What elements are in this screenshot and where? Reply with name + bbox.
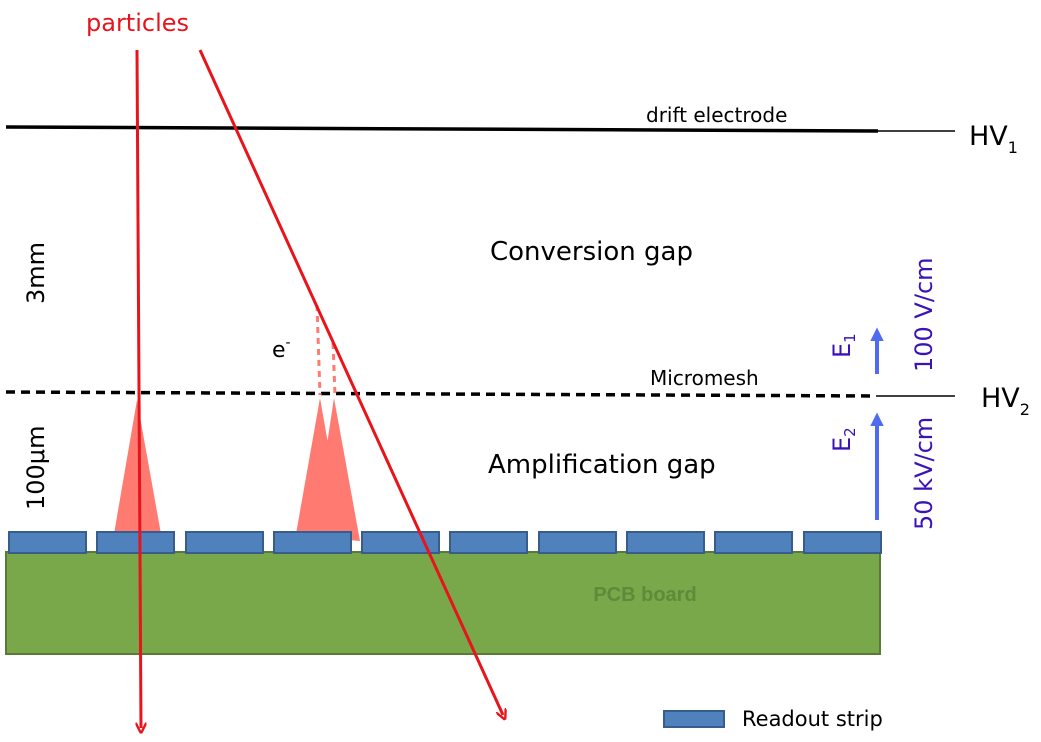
electron-drift-line-1 — [315, 304, 322, 396]
e2-label: E2 — [828, 427, 859, 452]
amplification-gap-label: Amplification gap — [488, 450, 716, 480]
readout-strip — [185, 531, 264, 554]
avalanches — [114, 398, 360, 541]
electron-label-sup: - — [286, 335, 291, 351]
legend-readout-strip-label: Readout strip — [742, 707, 883, 731]
readout-strip — [714, 531, 793, 554]
pcb-board-rect — [5, 551, 881, 655]
micromesh-line — [5, 390, 877, 398]
hv2-label-sub: 2 — [1020, 400, 1030, 419]
particle-tracks — [135, 49, 503, 728]
readout-strip — [626, 531, 705, 554]
readout-strip — [538, 531, 617, 554]
particle-track-diagonal — [198, 49, 503, 715]
avalanche-3 — [313, 398, 360, 541]
electron-drift-line-2 — [331, 342, 337, 396]
readout-strip — [8, 531, 87, 554]
hv2-label-main: HV — [981, 383, 1020, 414]
hv1-label-main: HV — [969, 121, 1008, 152]
electron-drift — [315, 304, 337, 396]
readout-strip — [803, 531, 882, 554]
readout-strip — [449, 531, 528, 554]
readout-strips — [8, 531, 882, 554]
legend-readout-strip-swatch — [663, 710, 725, 728]
conversion-gap-label: Conversion gap — [490, 237, 693, 267]
e1-label-sub: 1 — [841, 333, 859, 343]
drift-electrode — [5, 125, 955, 133]
readout-strip — [273, 531, 352, 554]
e2-label-main: E — [828, 437, 856, 452]
field1-label: 100 V/cm — [910, 257, 938, 372]
pcb-board-label: PCB board — [593, 584, 696, 606]
micromesh — [5, 390, 955, 398]
drift-electrode-label: drift electrode — [646, 103, 787, 127]
hv1-label-sub: 1 — [1008, 138, 1018, 157]
drift-electrode-line — [5, 125, 879, 133]
field2-label: 50 kV/cm — [910, 417, 938, 530]
particles-label: particles — [86, 9, 189, 37]
e2-label-sub: 2 — [841, 427, 859, 437]
electron-label-main: e — [272, 338, 286, 363]
readout-strip — [361, 531, 440, 554]
electron-label: e- — [272, 335, 291, 363]
hv2-label: HV2 — [981, 383, 1030, 419]
gap-3mm-label: 3mm — [22, 242, 50, 304]
micromesh-label: Micromesh — [650, 366, 759, 390]
e1-label: E1 — [828, 333, 859, 358]
pcb-board: PCB board — [5, 551, 881, 655]
hv1-label: HV1 — [969, 121, 1018, 157]
e1-label-main: E — [828, 343, 856, 358]
avalanche-1 — [114, 400, 161, 534]
legend: Readout strip — [663, 707, 883, 731]
readout-strip — [96, 531, 175, 554]
particle-track-vertical — [135, 49, 141, 728]
gap-100um-label: 100μm — [22, 426, 50, 510]
